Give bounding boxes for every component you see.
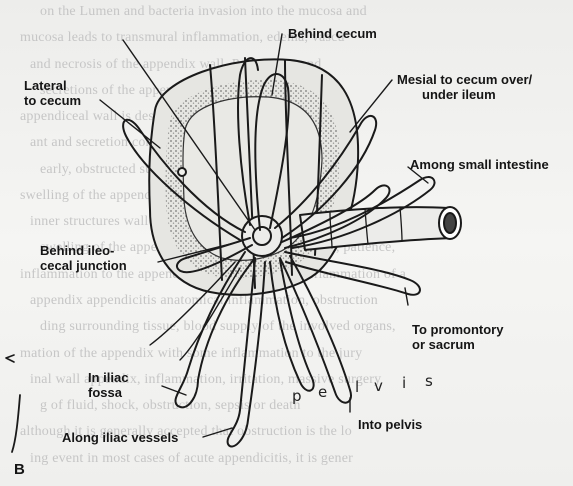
label-line: In iliac	[88, 370, 128, 385]
pelvis-letter: s	[425, 372, 433, 390]
pelvis-letter: l	[355, 378, 359, 396]
label-line: under ileum	[397, 87, 532, 102]
label-line: Lateral	[24, 78, 81, 93]
pelvis-letter: p	[292, 387, 302, 405]
panel-letter: B	[14, 462, 25, 477]
pelvis-letter: e	[318, 383, 327, 401]
label-line: Mesial to cecum over/	[397, 72, 532, 87]
label-to-promontory: To promontory or sacrum	[412, 322, 503, 352]
label-line: Behind ileo-	[40, 243, 127, 258]
label-lateral-to-cecum: Lateral to cecum	[24, 78, 81, 108]
label-line: cecal junction	[40, 258, 127, 273]
label-line: To promontory	[412, 322, 503, 337]
pelvis-letter: i	[402, 374, 406, 392]
label-line: to cecum	[24, 93, 81, 108]
ileum	[300, 207, 452, 250]
label-mesial-to-cecum: Mesial to cecum over/ under ileum	[397, 72, 532, 102]
label-line: fossa	[88, 385, 128, 400]
label-along-iliac-vessels: Along iliac vessels	[62, 430, 178, 445]
label-line: or sacrum	[412, 337, 503, 352]
label-behind-ileocecal-junction: Behind ileo- cecal junction	[40, 243, 127, 273]
label-into-pelvis: Into pelvis	[358, 417, 422, 432]
label-behind-cecum: Behind cecum	[288, 26, 377, 41]
label-among-small-intestine: Among small intestine	[410, 157, 549, 172]
pelvis-letter: v	[374, 377, 383, 395]
label-in-iliac-fossa: In iliac fossa	[88, 370, 128, 400]
